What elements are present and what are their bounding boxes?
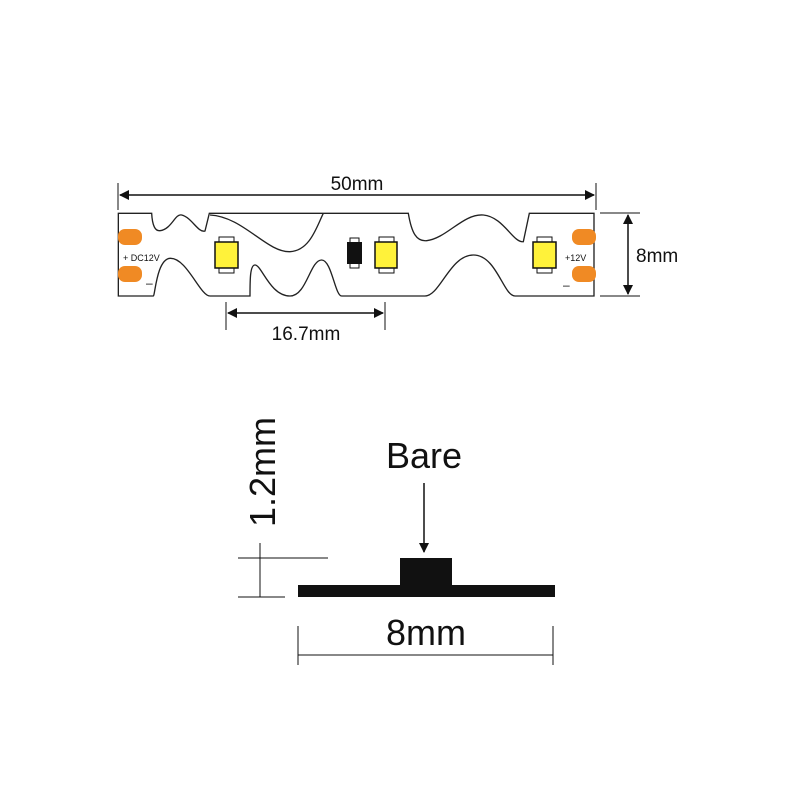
solder-pads — [118, 229, 596, 282]
right-polarity-label: +12V — [565, 253, 586, 263]
pitch-dimension: 16.7mm — [225, 302, 386, 345]
pad-right-minus — [572, 266, 596, 282]
left-minus-label: – — [146, 276, 153, 290]
length-label: 50mm — [331, 174, 384, 195]
pcb-base — [298, 585, 555, 597]
led-chip — [374, 236, 398, 274]
length-dimension: 50mm — [117, 174, 597, 210]
resistor — [347, 237, 362, 269]
pitch-label: 16.7mm — [272, 324, 341, 345]
coating-label: Bare — [386, 435, 462, 476]
width-label: 8mm — [636, 246, 678, 267]
cross-section: Bare 1.2mm 8mm — [238, 417, 555, 665]
thickness-label: 1.2mm — [242, 417, 283, 527]
led-profile — [400, 558, 452, 586]
pad-left-plus — [118, 229, 142, 245]
strip-outline — [117, 212, 595, 297]
section-width-label: 8mm — [386, 612, 466, 653]
pad-left-minus — [118, 266, 142, 282]
left-polarity-label: + DC12V — [123, 253, 160, 263]
pad-right-plus — [572, 229, 596, 245]
width-dimension: 8mm — [600, 212, 678, 297]
led-chip — [214, 236, 239, 274]
led-chip — [532, 236, 557, 274]
right-minus-label: – — [563, 278, 570, 292]
